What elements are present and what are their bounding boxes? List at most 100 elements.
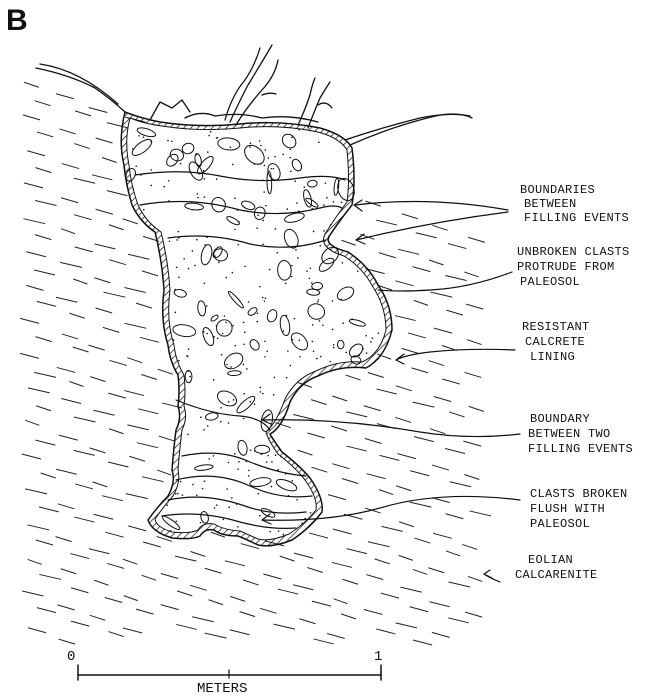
bedding-dash [395,281,413,286]
stipple-dot [248,475,250,477]
stipple-dot [226,488,228,490]
bedding-dash [62,334,78,339]
stipple-dot [248,470,250,472]
bedding-dash [34,270,55,275]
stipple-dot [243,364,245,366]
bedding-dash [108,632,123,637]
stipple-dot [228,401,230,403]
annotation-broken: CLASTS BROKEN FLUSH WITH PALEOSOL [530,487,628,531]
bedding-dash [57,367,76,372]
stipple-dot [208,135,210,137]
stipple-dot [285,473,287,475]
bedding-dash [346,375,361,380]
bedding-dash [94,514,114,519]
stipple-dot [138,135,140,137]
stipple-dot [275,228,277,230]
bedding-dash [27,525,49,530]
bedding-dash [414,300,428,305]
bedding-dash [448,244,466,249]
panel-label: B [6,4,28,37]
bedding-dash [35,235,51,240]
annotation-line: CALCRETE [525,335,585,349]
bedding-dash [399,555,413,560]
stipple-dot [264,300,266,302]
stipple-dot [290,171,292,173]
bedding-dash [449,412,464,417]
bedding-dash [293,585,313,590]
stipple-dot [213,455,215,457]
annotation-lining: RESISTANT CALCRETE LINING [522,320,590,364]
bedding-dash [347,549,367,554]
annotation-line: BOUNDARY [530,412,590,426]
bedding-dash [25,489,47,494]
stipple-dot [266,461,268,463]
bedding-dash [430,602,450,607]
bedding-dash [367,474,386,479]
stipple-dot [301,523,303,525]
bedding-dash [307,433,324,438]
bedding-dash [446,310,463,315]
bedding-dash [368,372,384,377]
stipple-dot [196,154,198,156]
stipple-dot [216,178,218,180]
bedding-dash [41,473,56,478]
bedding-dash [102,157,117,162]
stipple-dot [257,313,259,315]
stipple-dot [203,331,205,333]
bedding-dash [311,400,327,405]
bedding-dash [125,323,147,328]
bedding-dash [368,542,390,547]
annotation-line: BOUNDARIES [520,183,595,197]
bedding-dash [143,542,161,547]
stipple-dot [269,531,271,533]
stipple-dot [310,267,312,269]
bedding-dash [123,628,142,633]
stipple-dot [294,180,296,182]
bedding-dash [446,551,460,556]
stipple-dot [243,322,245,324]
stipple-dot [259,286,261,288]
bedding-dash [381,593,399,598]
stipple-dot [202,488,204,490]
bedding-dash [20,318,39,323]
bedding-dash [96,209,113,214]
bedding-dash [92,482,107,487]
stipple-dot [276,252,278,254]
stipple-dot [204,480,206,482]
bedding-dash [39,574,61,579]
stipple-dot [357,270,359,272]
stipple-dot [170,530,172,532]
bedding-dash [56,94,74,99]
scale-unit-label: METERS [197,681,247,697]
stipple-dot [175,312,177,314]
annotation-line: UNBROKEN CLASTS [517,245,630,259]
bedding-dash [433,533,452,538]
stipple-dot [188,268,190,270]
bedding-dash [410,471,429,476]
stipple-dot [204,244,206,246]
stipple-dot [243,418,245,420]
stipple-dot [333,344,335,346]
stipple-dot [178,231,180,233]
stipple-dot [264,165,266,167]
stipple-dot [342,322,344,324]
stipple-dot [237,468,239,470]
stipple-dot [333,347,335,349]
stipple-dot [366,352,368,354]
stipple-dot [309,278,311,280]
bedding-dash [410,502,432,507]
stipple-dot [203,170,205,172]
bedding-dash [74,178,95,183]
bedding-dash [327,633,344,638]
bedding-dash [341,240,355,245]
bedding-dash [128,254,149,259]
bedding-dash [428,568,444,573]
bedding-dash [314,639,334,644]
stipple-dot [250,449,252,451]
bedding-dash [445,448,465,453]
annotation-line: CALCARENITE [515,568,598,582]
stipple-dot [325,182,327,184]
bedding-dash [75,247,93,252]
stipple-dot [351,318,353,320]
bedding-dash [408,333,426,338]
